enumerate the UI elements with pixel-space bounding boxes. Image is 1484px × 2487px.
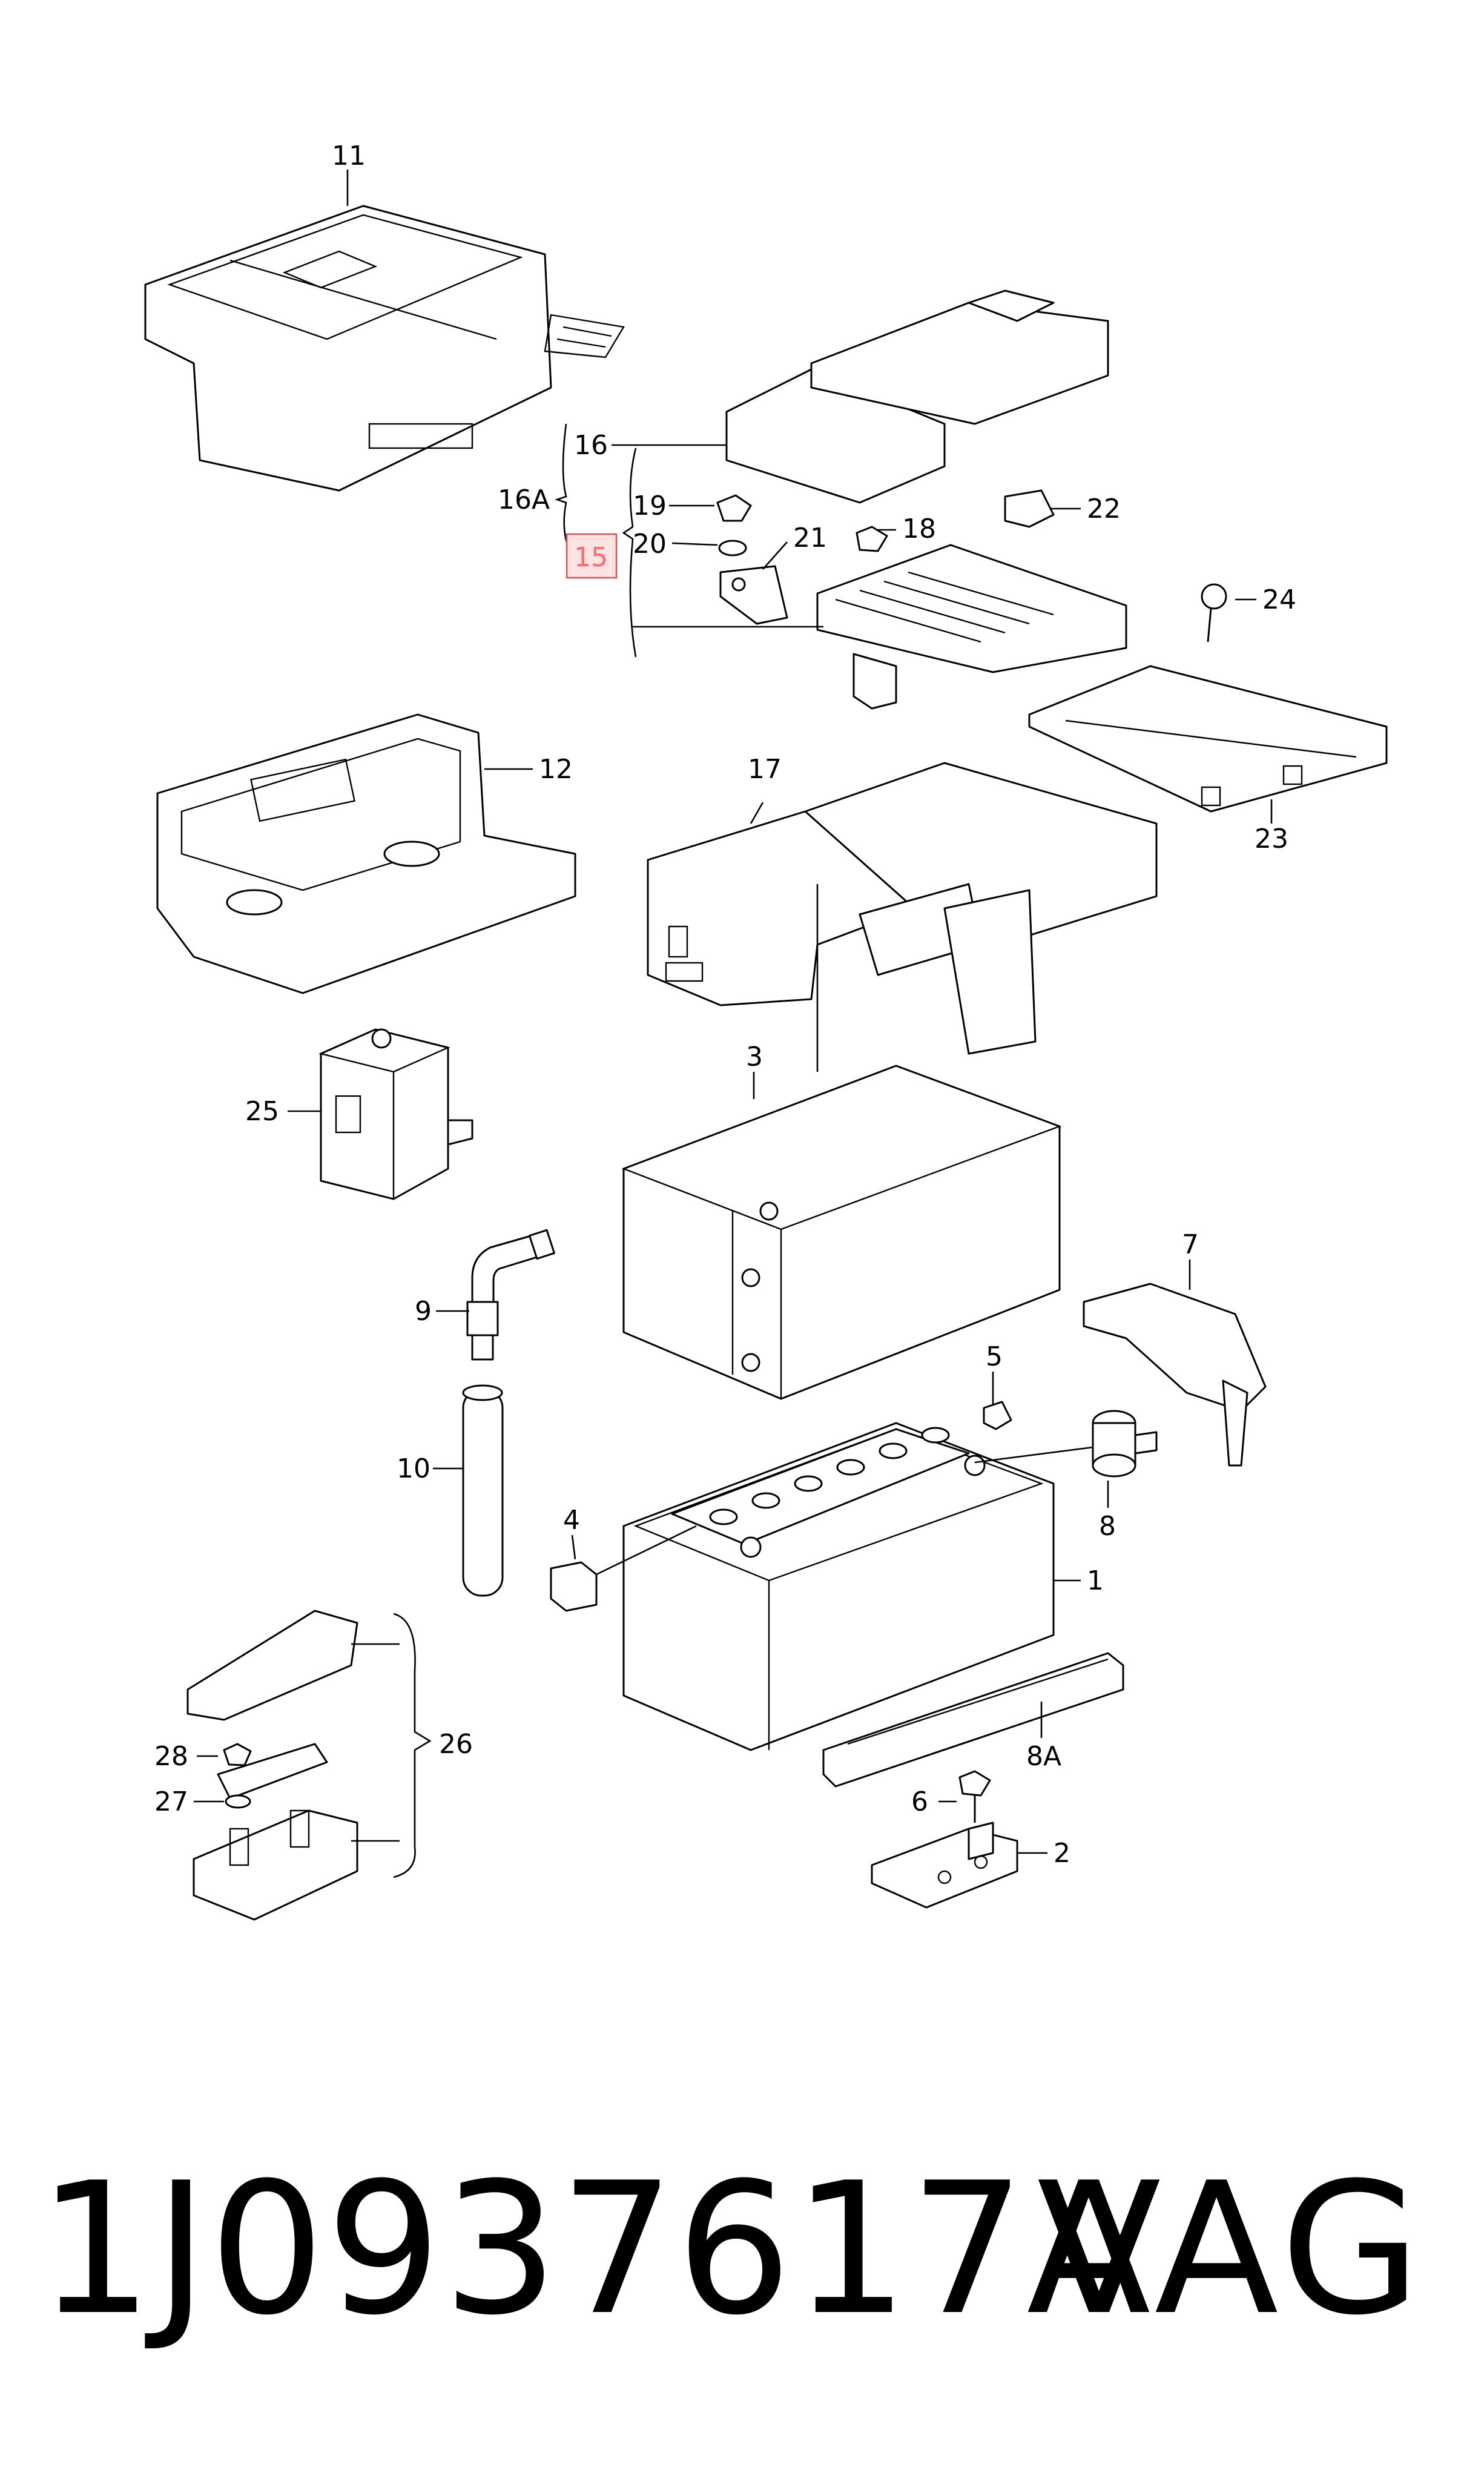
part-17-holder-assembly [647,762,1158,1055]
callout-5: 5 [986,1341,1003,1372]
callout-15: 15 [574,542,608,573]
part-19-20-18-nuts [716,494,888,557]
part-8a-hold-down-strip [822,1652,1124,1788]
part-8-terminal-clamp [1092,1410,1158,1478]
part-22-fuse [1004,489,1055,528]
part-2-clamp-plate [871,1821,1018,1909]
callout-9: 9 [415,1296,432,1327]
part-5-screw [983,1401,1012,1430]
callout-18: 18 [902,514,936,544]
callout-8a: 8A [1026,1741,1061,1772]
callout-10: 10 [397,1453,430,1484]
leader-lines [194,170,1273,1878]
callout-1: 1 [1087,1565,1104,1596]
part-28-nut [223,1743,252,1766]
part-11-battery-cover [144,205,625,492]
part-number: 1J0937617A [38,2144,1152,2355]
part-9-vent-elbow [466,1229,555,1361]
callout-17: 17 [748,754,782,785]
part-7-terminal-cover [1083,1283,1267,1467]
part-10-vent-hose [462,1384,504,1597]
callout-22: 22 [1087,494,1121,524]
callout-20: 20 [633,529,667,560]
highlight-box [566,533,618,579]
callout-12: 12 [539,754,573,785]
callout-6: 6 [911,1786,928,1817]
part-21-fuse-holder [719,544,1127,710]
footer: 1J0937617A VAG [0,2101,1484,2465]
part-27-washer [225,1794,251,1809]
callout-19: 19 [633,490,667,521]
callout-23: 23 [1255,824,1288,854]
callout-2: 2 [1054,1838,1070,1869]
callout-28: 28 [154,1741,188,1772]
part-16-fuse-box-lid [725,289,1109,504]
callout-21: 21 [793,523,827,553]
part-1-battery [622,1422,1055,1751]
part-4-terminal-cap [550,1561,598,1612]
part-24-screw [1201,583,1227,642]
callout-27: 27 [154,1786,188,1817]
callout-24: 24 [1262,584,1296,615]
callout-3: 3 [746,1042,763,1072]
parts-diagram: 11 16 16A 15 19 20 21 18 22 24 12 17 23 … [144,140,1388,1921]
callout-11: 11 [332,140,366,171]
callout-25: 25 [245,1096,279,1127]
part-12-battery-tray [156,713,576,994]
part-3-insulation-box [621,1065,1062,1400]
part-26-fuse-assembly [186,1610,358,1921]
callout-8: 8 [1099,1511,1116,1542]
part-6-bolt [958,1770,991,1823]
callout-26: 26 [439,1729,473,1760]
callout-4: 4 [563,1505,580,1536]
callout-16a: 16A [498,484,550,515]
callout-labels: 11 16 16A 15 19 20 21 18 22 24 12 17 23 … [154,140,1296,1869]
brand-name: VAG [1037,2144,1426,2355]
callout-7: 7 [1182,1229,1199,1260]
part-25-connector [318,1028,473,1200]
part-23-mounting-plate [1028,665,1388,813]
callout-16: 16 [574,430,608,461]
